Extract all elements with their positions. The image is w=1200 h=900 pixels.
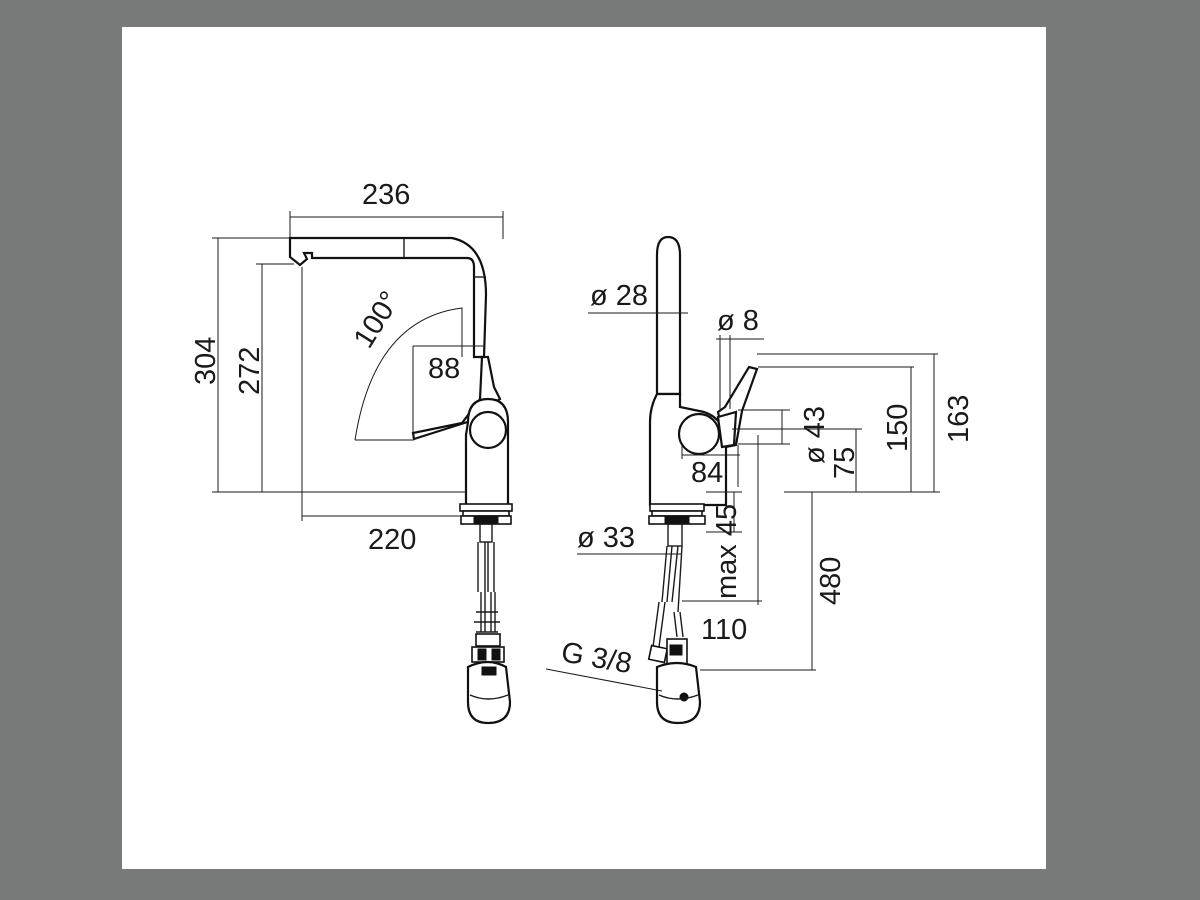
drawing-sheet: 236 304 272 220 100° 88: [122, 27, 1046, 869]
dim-150-label: 150: [882, 404, 914, 452]
side-faucet-outline: [647, 235, 759, 725]
thread-leader: [545, 668, 663, 692]
dim-dia28-label: ø 28: [590, 280, 648, 312]
dim-236-label: 236: [362, 179, 410, 211]
rotation-arc: [354, 307, 463, 441]
dim-84-label: 84: [691, 457, 723, 489]
dim-88-label: 88: [428, 353, 460, 385]
rotation-label: 100°: [348, 286, 407, 354]
dim-220-label: 220: [368, 524, 416, 556]
dim-163-label: 163: [943, 395, 975, 443]
front-view: 236 304 272 220 100° 88: [190, 179, 513, 725]
dim-dia33-label: ø 33: [577, 522, 635, 554]
dim-75-label: 75: [829, 447, 861, 479]
technical-drawing: 236 304 272 220 100° 88: [190, 179, 975, 725]
side-view: ø 28 ø 8 163 150 ø 43 75 84 max 45: [545, 235, 975, 725]
dim-dia43-label: ø 43: [799, 406, 831, 464]
dim-max45-label: max 45: [711, 504, 743, 599]
dim-110-label: 110: [701, 614, 747, 646]
front-faucet-outline: [288, 236, 513, 725]
dim-304-label: 304: [190, 337, 222, 385]
dim-272-label: 272: [234, 347, 266, 395]
dim-dia8-label: ø 8: [717, 305, 759, 337]
dim-480-label: 480: [815, 557, 847, 605]
